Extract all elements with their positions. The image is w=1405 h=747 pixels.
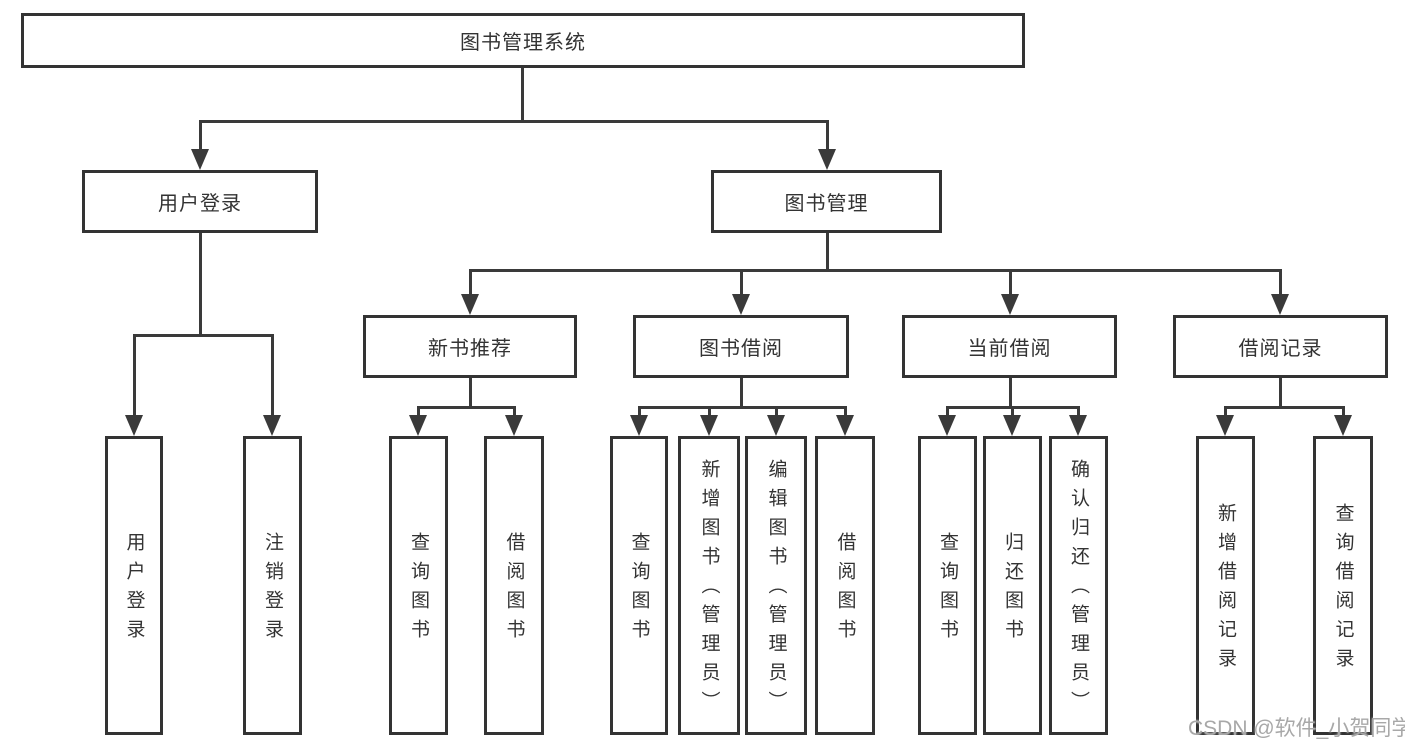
connector-line-vertical	[707, 407, 711, 420]
node-label: 用户登录	[158, 193, 242, 215]
arrowhead-down-icon	[1069, 415, 1087, 436]
arrowhead-down-icon	[630, 415, 648, 436]
connector-line-vertical	[468, 378, 472, 407]
node-borrow-records: 借阅记录	[1173, 315, 1388, 378]
connector-line-vertical	[1278, 378, 1282, 407]
connector-line-vertical	[1341, 407, 1345, 420]
connector-line-vertical	[1008, 378, 1012, 407]
leaf-label: 用户登录	[123, 531, 145, 648]
leaf-label: 注销登录	[262, 531, 283, 648]
arrowhead-down-icon	[732, 294, 750, 315]
leaf-edit-books-admin: 编辑图书（管理员）	[745, 436, 807, 735]
connector-line-vertical	[512, 407, 516, 420]
connector-line-vertical	[945, 407, 949, 420]
connector-line-horizontal	[416, 405, 516, 409]
arrowhead-down-icon	[1271, 294, 1289, 315]
leaf-label: 新增借阅记录	[1215, 502, 1236, 677]
leaf-label: 借阅图书	[834, 531, 856, 648]
node-label: 新书推荐	[428, 338, 512, 360]
connector-line-vertical	[1278, 270, 1282, 298]
connector-line-horizontal	[1223, 405, 1345, 409]
node-label: 借阅记录	[1238, 338, 1323, 360]
connector-line-vertical	[1008, 270, 1012, 298]
leaf-add-books-admin: 新增图书（管理员）	[678, 436, 740, 735]
connector-line-vertical	[739, 270, 743, 298]
arrowhead-down-icon	[836, 415, 854, 436]
arrowhead-down-icon	[938, 415, 956, 436]
node-label: 当前借阅	[967, 338, 1052, 360]
node-library-management-system: 图书管理系统	[21, 13, 1025, 68]
arrowhead-down-icon	[1003, 415, 1021, 436]
leaf-user-login: 用户登录	[105, 436, 163, 735]
connector-line-horizontal	[945, 405, 1080, 409]
connector-line-vertical	[1223, 407, 1227, 420]
leaf-borrow-books-recommend: 借阅图书	[484, 436, 544, 735]
leaf-confirm-return-admin: 确认归还（管理员）	[1049, 436, 1108, 735]
leaf-label: 查询图书	[628, 531, 650, 648]
leaf-borrow-books: 借阅图书	[815, 436, 875, 735]
connector-line-horizontal	[637, 405, 847, 409]
node-label: 图书管理	[784, 193, 869, 215]
node-current-borrowing: 当前借阅	[902, 315, 1117, 378]
leaf-label: 查询图书	[937, 531, 958, 648]
arrowhead-down-icon	[1334, 415, 1352, 436]
arrowhead-down-icon	[767, 415, 785, 436]
connector-line-vertical	[637, 407, 641, 420]
leaf-logout: 注销登录	[243, 436, 302, 735]
connector-line-horizontal	[198, 119, 829, 123]
arrowhead-down-icon	[700, 415, 718, 436]
leaf-return-books: 归还图书	[983, 436, 1042, 735]
node-user-login: 用户登录	[82, 170, 318, 233]
arrowhead-down-icon	[505, 415, 523, 436]
node-new-book-recommendation: 新书推荐	[363, 315, 577, 378]
connector-line-vertical	[1010, 407, 1014, 420]
arrowhead-down-icon	[409, 415, 427, 436]
leaf-query-books-current: 查询图书	[918, 436, 977, 735]
connector-line-vertical	[132, 335, 136, 420]
arrowhead-down-icon	[1001, 294, 1019, 315]
connector-line-vertical	[843, 407, 847, 420]
arrowhead-down-icon	[818, 149, 836, 170]
node-book-borrowing: 图书借阅	[633, 315, 849, 378]
csdn-watermark: CSDN @软件_小贺同学	[1188, 717, 1405, 740]
leaf-label: 编辑图书（管理员）	[765, 459, 787, 720]
arrowhead-down-icon	[125, 415, 143, 436]
leaf-label: 查询借阅记录	[1332, 502, 1354, 677]
connector-line-vertical	[198, 233, 202, 335]
arrowhead-down-icon	[191, 149, 209, 170]
node-book-management: 图书管理	[711, 170, 942, 233]
arrowhead-down-icon	[263, 415, 281, 436]
leaf-add-borrow-record: 新增借阅记录	[1196, 436, 1255, 735]
leaf-label: 查询图书	[408, 531, 429, 648]
arrowhead-down-icon	[461, 294, 479, 315]
connector-line-vertical	[520, 68, 524, 121]
leaf-label: 确认归还（管理员）	[1068, 459, 1089, 720]
node-label: 图书管理系统	[460, 32, 586, 54]
connector-line-vertical	[416, 407, 420, 420]
leaf-label: 借阅图书	[503, 531, 525, 648]
connector-line-vertical	[774, 407, 778, 420]
connector-line-vertical	[270, 335, 274, 420]
connector-line-vertical	[739, 378, 743, 407]
leaf-label: 新增图书（管理员）	[698, 459, 720, 720]
leaf-query-books-borrow: 查询图书	[610, 436, 668, 735]
connector-line-vertical	[825, 121, 829, 153]
connector-line-vertical	[825, 233, 829, 270]
connector-line-vertical	[198, 121, 202, 153]
arrowhead-down-icon	[1216, 415, 1234, 436]
connector-line-vertical	[468, 270, 472, 298]
leaf-query-books-recommend: 查询图书	[389, 436, 448, 735]
connector-line-horizontal	[132, 333, 274, 337]
leaf-label: 归还图书	[1002, 531, 1023, 648]
node-label: 图书借阅	[699, 338, 783, 360]
connector-line-horizontal	[468, 268, 1282, 272]
connector-line-vertical	[1076, 407, 1080, 420]
leaf-query-borrow-record: 查询借阅记录	[1313, 436, 1373, 735]
